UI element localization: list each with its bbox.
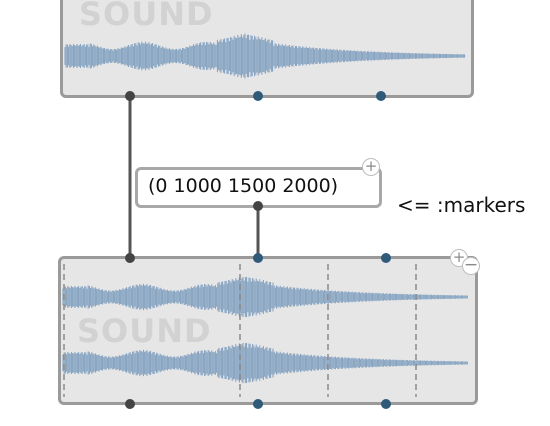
outlet-dot[interactable] <box>253 399 263 409</box>
outlet-dot[interactable] <box>125 91 135 101</box>
sound-box-bottom[interactable]: SOUND <box>58 256 478 405</box>
minus-icon[interactable]: − <box>462 255 480 275</box>
inlet-dot[interactable] <box>125 253 135 263</box>
sound-watermark: SOUND <box>77 312 212 350</box>
outlet-dot[interactable] <box>376 91 386 101</box>
outlet-dot[interactable] <box>381 399 391 409</box>
sound-box-top[interactable]: SOUND <box>60 0 474 98</box>
inlet-dot[interactable] <box>381 253 391 263</box>
plus-icon[interactable]: + <box>362 158 380 176</box>
outlet-dot[interactable] <box>253 91 263 101</box>
inlet-dot[interactable] <box>253 253 263 263</box>
waveform-top <box>64 33 466 79</box>
outlet-dot[interactable] <box>125 399 135 409</box>
sound-watermark: SOUND <box>79 0 214 33</box>
outlet-dot[interactable] <box>253 201 263 211</box>
markers-comment: <= :markers <box>397 193 526 217</box>
marker-list-value[interactable]: (0 1000 1500 2000) <box>148 175 339 197</box>
waveform-bottom <box>62 264 468 397</box>
